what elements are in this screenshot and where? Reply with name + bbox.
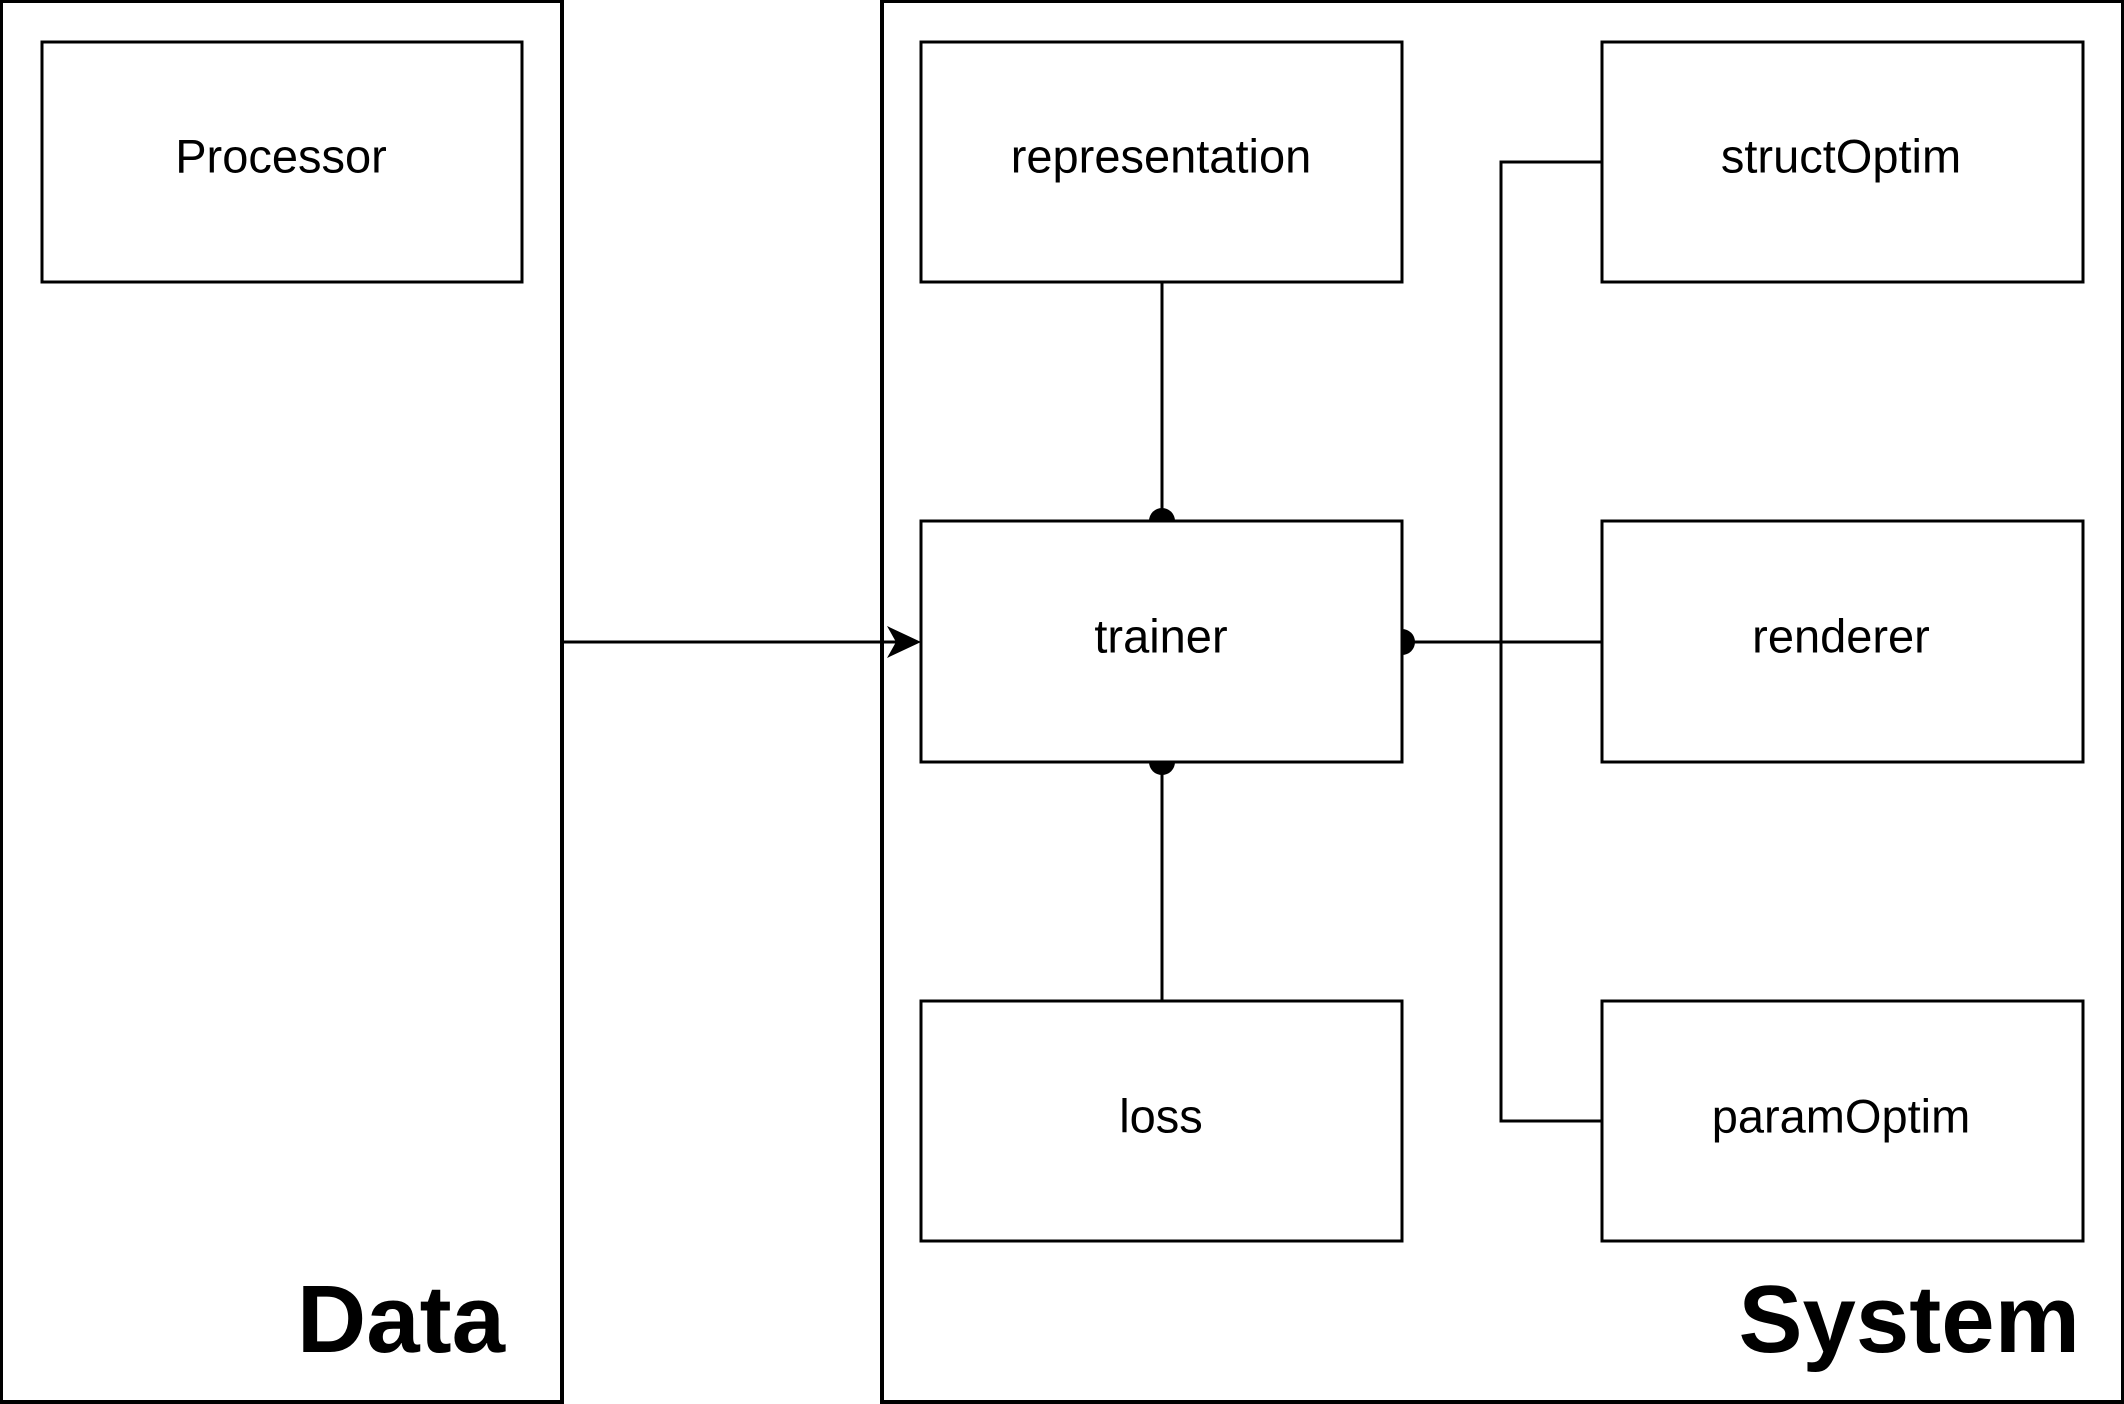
node-loss-label: loss: [1119, 1089, 1203, 1142]
node-paramoptim-box: [1600, 999, 2085, 1243]
node-structoptim-label: structOptim: [1721, 129, 1961, 182]
node-renderer: renderer: [1600, 519, 2085, 764]
node-processor-box: [40, 40, 524, 284]
group-system: System: [880, 0, 2124, 1404]
group-system-frame: [880, 0, 2124, 1404]
node-trainer-label: trainer: [1094, 609, 1227, 662]
node-representation: representation: [919, 40, 1404, 284]
node-trainer: trainer: [919, 519, 1404, 764]
node-loss-box: [919, 999, 1404, 1243]
edge-structoptim-to-trainer: [1499, 160, 1606, 642]
node-processor: Processor: [40, 40, 524, 284]
group-system-label: System: [1738, 1266, 2080, 1373]
node-paramoptim-label: paramOptim: [1712, 1089, 1971, 1142]
arrowhead-icon: [887, 626, 921, 658]
edge-paramoptim-to-trainer: [1499, 642, 1602, 1123]
group-data: Data: [0, 0, 564, 1404]
node-processor-label: Processor: [175, 129, 387, 182]
group-data-label: Data: [297, 1266, 506, 1373]
node-paramoptim: paramOptim: [1600, 999, 2085, 1243]
node-renderer-box: [1600, 519, 2085, 764]
node-representation-label: representation: [1011, 129, 1311, 182]
node-loss: loss: [919, 999, 1404, 1243]
group-data-frame: [0, 0, 564, 1404]
node-structoptim-box: [1600, 40, 2085, 284]
node-representation-box: [919, 40, 1404, 284]
node-renderer-label: renderer: [1752, 609, 1930, 662]
node-structoptim: structOptim: [1600, 40, 2085, 284]
node-trainer-box: [919, 519, 1404, 764]
